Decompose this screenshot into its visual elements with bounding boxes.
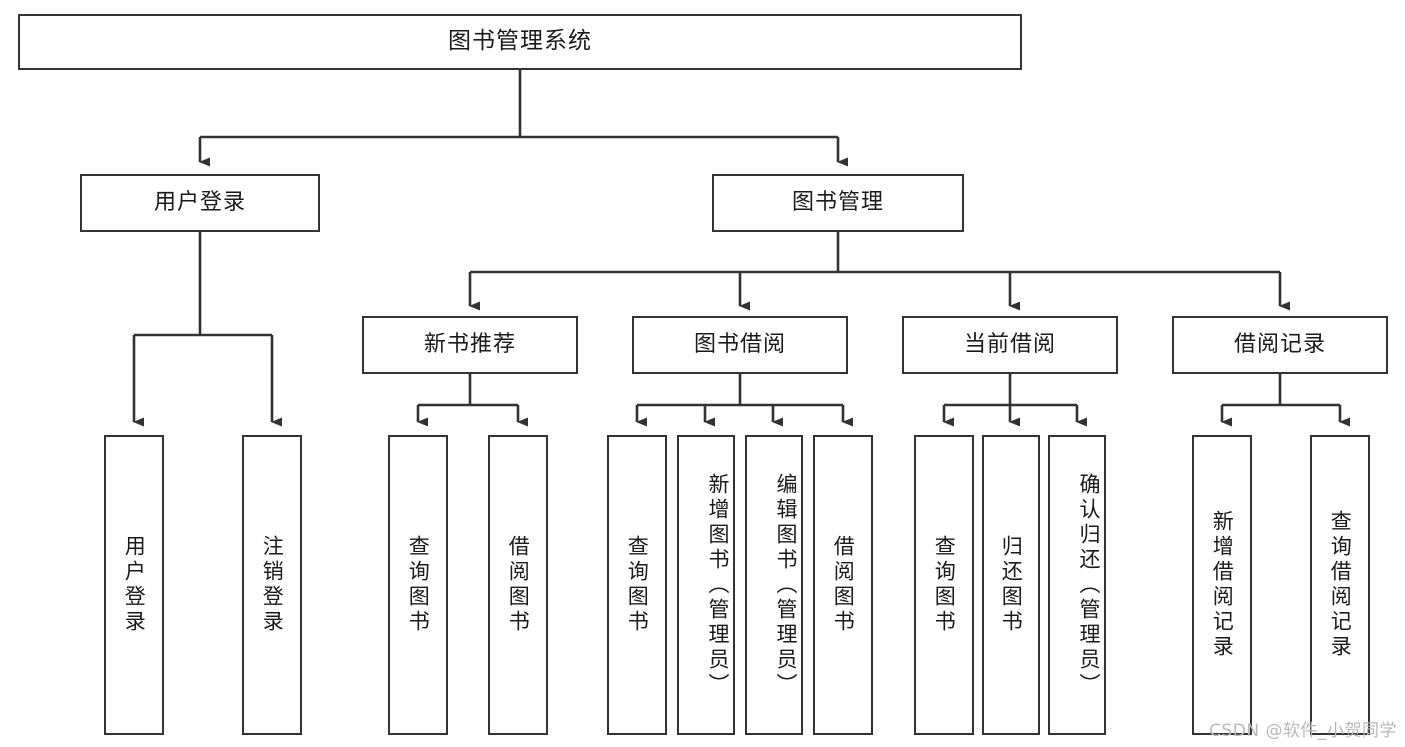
leaf-book-borrow-edit-book-admin[interactable]: 编辑图书（管理员） bbox=[745, 435, 803, 735]
node-root-book-management-system[interactable]: 图书管理系统 bbox=[18, 14, 1022, 70]
node-borrow-records[interactable]: 借阅记录 bbox=[1172, 316, 1388, 374]
node-label: 新增借阅记录 bbox=[1210, 510, 1235, 660]
leaf-current-borrow-return-book[interactable]: 归还图书 bbox=[982, 435, 1040, 735]
leaf-new-book-query-book[interactable]: 查询图书 bbox=[388, 435, 448, 735]
node-label: 用户登录 bbox=[122, 535, 147, 635]
node-label: 用户登录 bbox=[153, 189, 246, 215]
node-label: 编辑图书（管理员） bbox=[774, 472, 798, 698]
node-label: 借阅图书 bbox=[831, 535, 856, 635]
node-label: 查询图书 bbox=[932, 535, 957, 635]
node-label: 查询图书 bbox=[406, 535, 431, 635]
node-current-borrow[interactable]: 当前借阅 bbox=[902, 316, 1118, 374]
node-label: 归还图书 bbox=[999, 535, 1024, 635]
leaf-user-login-logout[interactable]: 注销登录 bbox=[242, 435, 302, 735]
leaf-borrow-records-query-record[interactable]: 查询借阅记录 bbox=[1310, 435, 1370, 735]
leaf-book-borrow-query-book[interactable]: 查询图书 bbox=[607, 435, 667, 735]
node-book-borrow[interactable]: 图书借阅 bbox=[632, 316, 848, 374]
watermark-text: CSDN @软件_小贺同学 bbox=[1209, 721, 1397, 741]
leaf-current-borrow-query-book[interactable]: 查询图书 bbox=[914, 435, 974, 735]
leaf-user-login-login[interactable]: 用户登录 bbox=[104, 435, 164, 735]
node-label: 新书推荐 bbox=[423, 331, 516, 357]
node-new-book-recommend[interactable]: 新书推荐 bbox=[362, 316, 578, 374]
leaf-book-borrow-borrow-book[interactable]: 借阅图书 bbox=[813, 435, 873, 735]
node-book-management[interactable]: 图书管理 bbox=[712, 174, 964, 232]
leaf-borrow-records-add-record[interactable]: 新增借阅记录 bbox=[1192, 435, 1252, 735]
node-label: 图书管理 bbox=[791, 189, 884, 215]
node-label: 图书管理系统 bbox=[448, 28, 592, 55]
node-label: 图书借阅 bbox=[693, 331, 786, 357]
node-label: 借阅记录 bbox=[1233, 331, 1326, 357]
node-label: 查询图书 bbox=[625, 535, 650, 635]
node-user-login[interactable]: 用户登录 bbox=[80, 174, 320, 232]
leaf-book-borrow-add-book-admin[interactable]: 新增图书（管理员） bbox=[677, 435, 735, 735]
node-label: 当前借阅 bbox=[963, 331, 1056, 357]
leaf-current-borrow-confirm-return-admin[interactable]: 确认归还（管理员） bbox=[1048, 435, 1106, 735]
node-label: 确认归还（管理员） bbox=[1077, 472, 1101, 698]
node-label: 查询借阅记录 bbox=[1328, 510, 1353, 660]
node-label: 注销登录 bbox=[260, 535, 285, 635]
node-label: 新增图书（管理员） bbox=[706, 472, 730, 698]
node-label: 借阅图书 bbox=[506, 535, 531, 635]
leaf-new-book-borrow-book[interactable]: 借阅图书 bbox=[488, 435, 548, 735]
